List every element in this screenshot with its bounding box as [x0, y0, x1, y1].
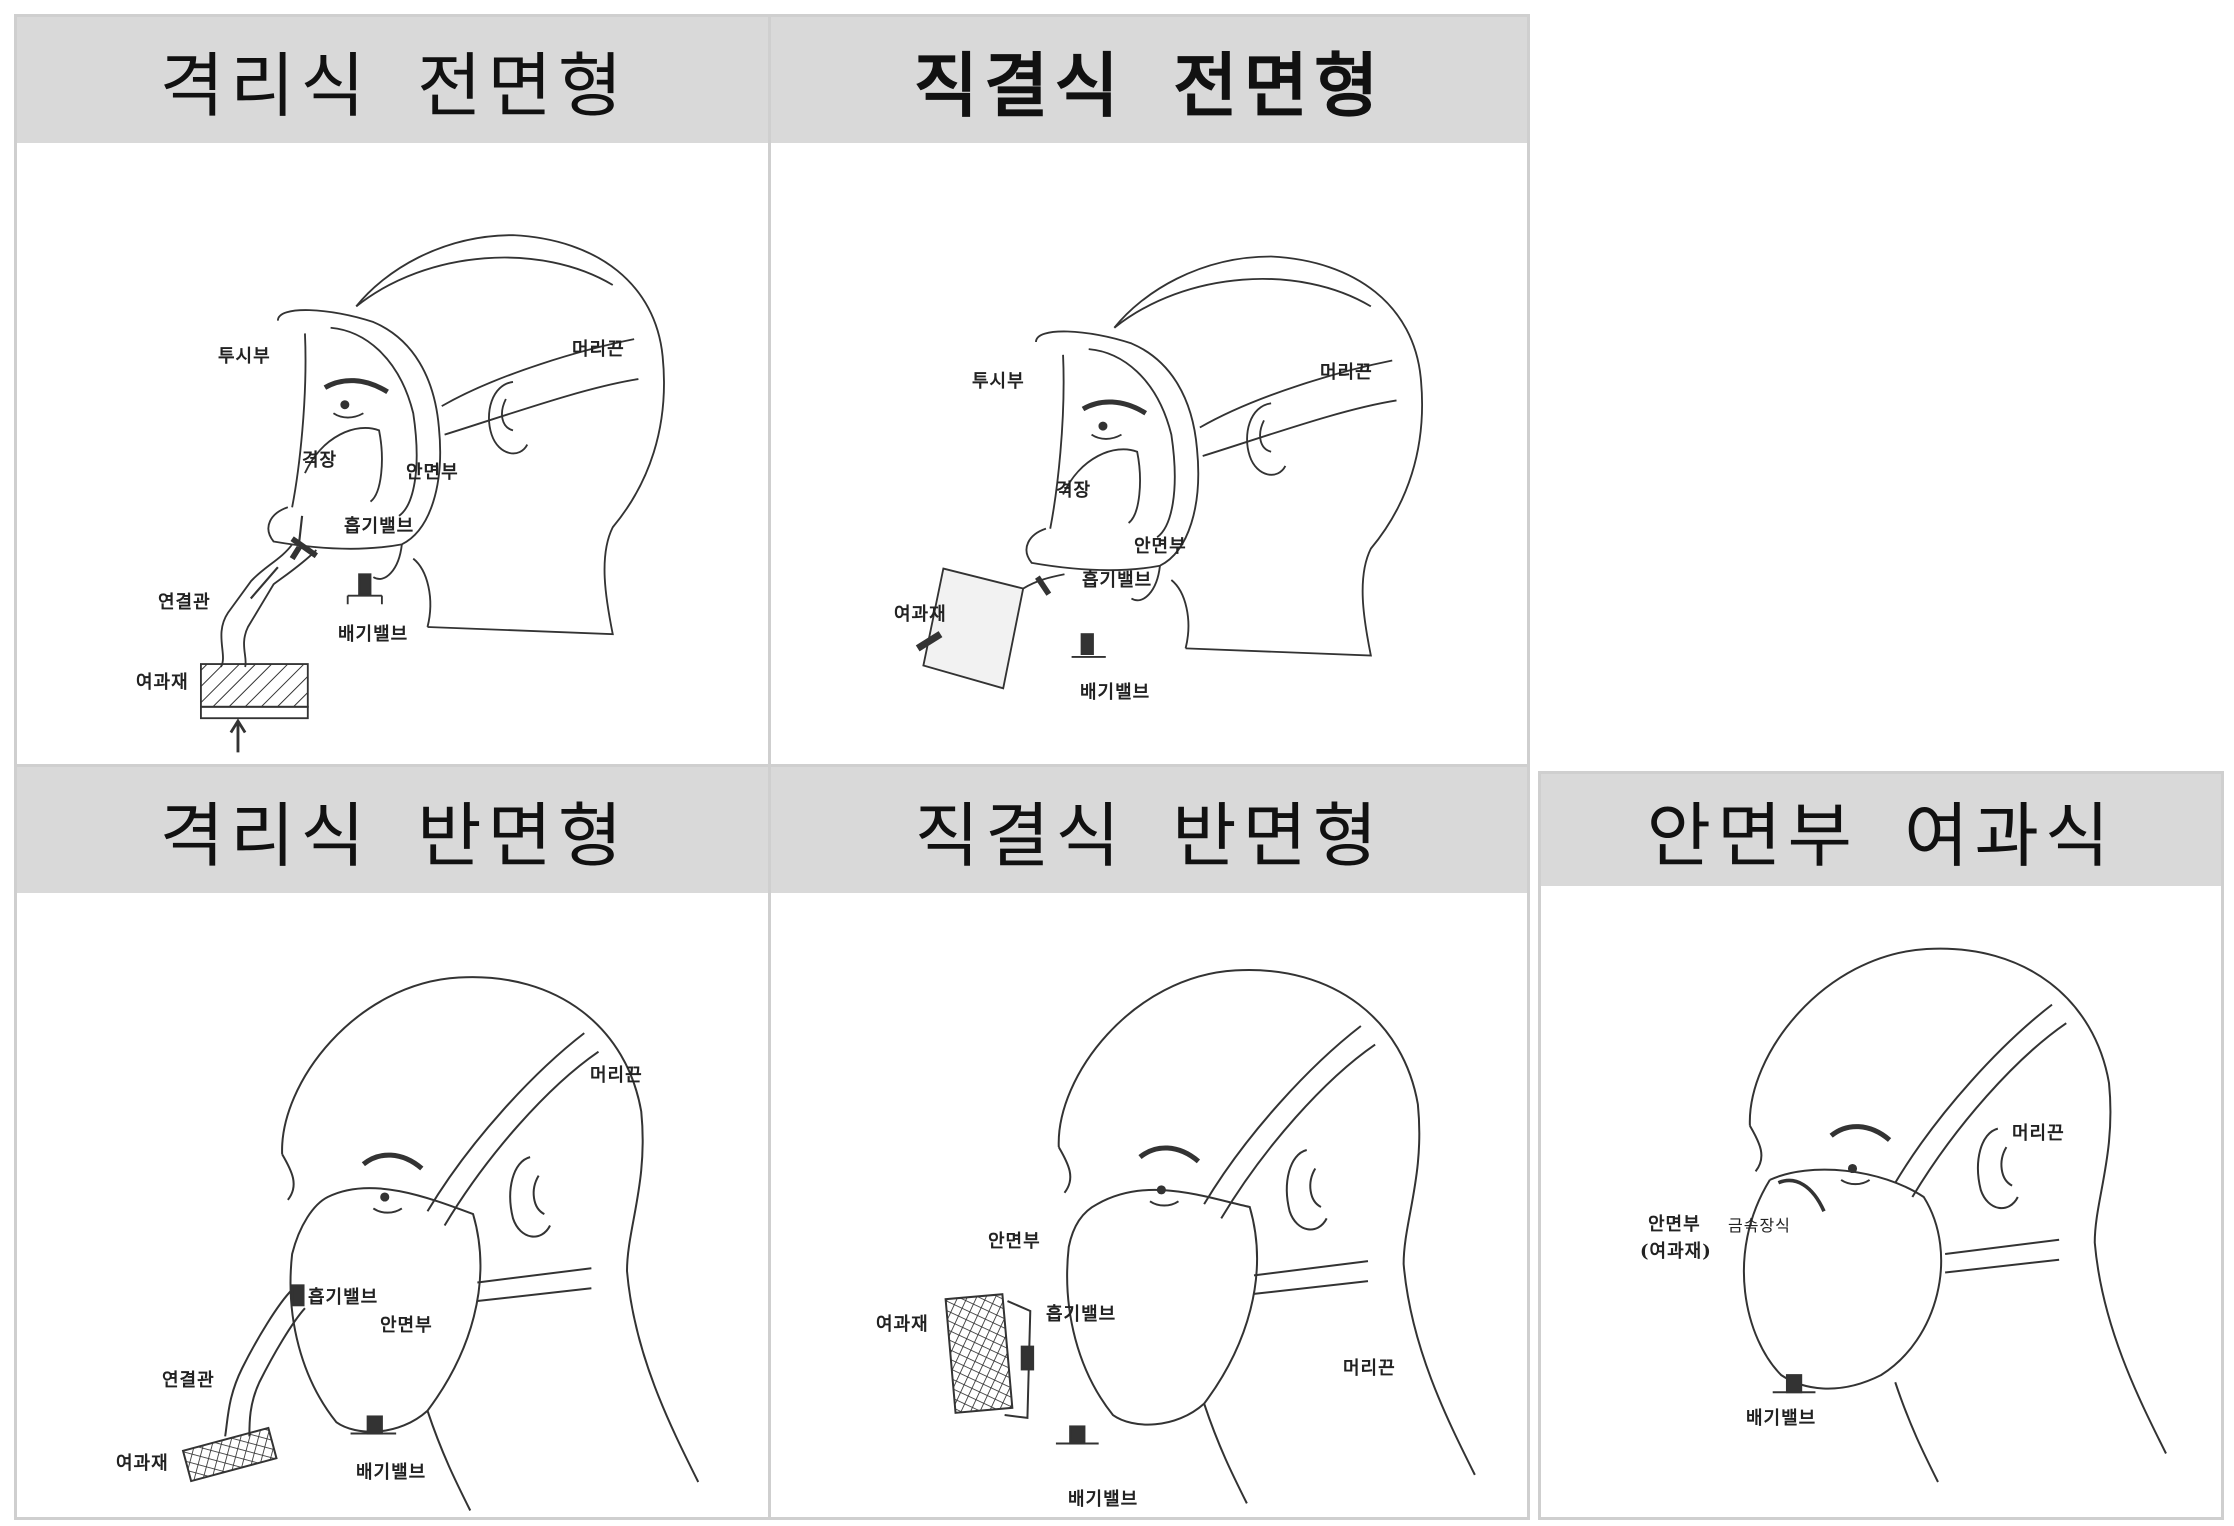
label-metal-clip: 금속장식 [1728, 1216, 1791, 1235]
label-filter: 여과재 [116, 1453, 169, 1474]
head-with-full-face-mask [268, 235, 664, 634]
panel-title: 격리식 반면형 [17, 767, 771, 893]
disposable-mask [1743, 1168, 1943, 1394]
label-facepiece: 안면부 [988, 1231, 1041, 1252]
label-hose: 연결관 [162, 1370, 215, 1391]
filter-cartridge [915, 567, 1106, 690]
isolated-full-face-drawing [199, 235, 664, 753]
half-mask-hose-filter [181, 1187, 482, 1483]
label-hose: 연결관 [158, 592, 211, 613]
half-mask-cartridge [944, 1188, 1258, 1445]
label-head-strap: 머리끈 [1320, 362, 1373, 383]
panel-direct-full-face: 직결식 전면형 [768, 14, 1530, 769]
label-head-strap: 머리끈 [2012, 1123, 2065, 1144]
label-exhale-valve: 배기밸브 [1080, 682, 1151, 703]
label-visor: 투시부 [972, 371, 1025, 392]
label-inhale-valve: 흡기밸브 [1082, 570, 1153, 591]
label-partition: 격장 [1056, 480, 1092, 501]
label-facepiece: 안면부 [1648, 1214, 1701, 1235]
label-inhale-valve: 흡기밸브 [1046, 1304, 1117, 1325]
panel-title: 안면부 여과식 [1541, 774, 2221, 886]
direct-half-face-drawing [944, 970, 1475, 1503]
head-with-half-face-mask [282, 977, 698, 1510]
isolated-half-face-drawing [181, 977, 698, 1510]
panel-isolated-full-face: 격리식 전면형 [14, 14, 774, 769]
direct-full-face-drawing [915, 257, 1423, 690]
label-filter: 여과재 [136, 672, 189, 693]
label-head-strap: 머리끈 [1343, 1358, 1396, 1379]
label-filter: 여과재 [894, 604, 947, 625]
hose-and-filter [199, 515, 383, 753]
panel-filtering-facepiece: 안면부 여과식 [1538, 771, 2224, 1520]
filtering-facepiece-drawing [1743, 949, 2166, 1482]
panel-title: 직결식 반면형 [771, 767, 1527, 893]
label-visor: 투시부 [218, 346, 271, 367]
label-facepiece: 안면부 [380, 1315, 433, 1336]
head-with-half-face-mask [1059, 970, 1475, 1503]
label-facepiece: 안면부 [406, 462, 459, 483]
label-partition: 격장 [302, 450, 338, 471]
label-exhale-valve: 배기밸브 [356, 1462, 427, 1483]
panel-direct-half-face: 직결식 반면형 [768, 764, 1530, 1520]
label-filter-material: (여과재) [1640, 1241, 1712, 1262]
panel-title: 격리식 전면형 [17, 17, 771, 143]
label-exhale-valve: 배기밸브 [1068, 1489, 1139, 1510]
label-head-strap: 머리끈 [590, 1065, 643, 1086]
label-inhale-valve: 흡기밸브 [308, 1287, 379, 1308]
label-inhale-valve: 흡기밸브 [344, 516, 415, 537]
label-exhale-valve: 배기밸브 [1746, 1408, 1817, 1429]
label-facepiece: 안면부 [1134, 536, 1187, 557]
head-with-disposable-mask [1750, 949, 2166, 1482]
label-head-strap: 머리끈 [572, 339, 625, 360]
label-exhale-valve: 배기밸브 [338, 624, 409, 645]
head-with-full-face-mask [1027, 257, 1423, 656]
label-filter: 여과재 [876, 1314, 929, 1335]
panel-isolated-half-face: 격리식 반면형 [14, 764, 774, 1520]
panel-title: 직결식 전면형 [771, 17, 1527, 143]
